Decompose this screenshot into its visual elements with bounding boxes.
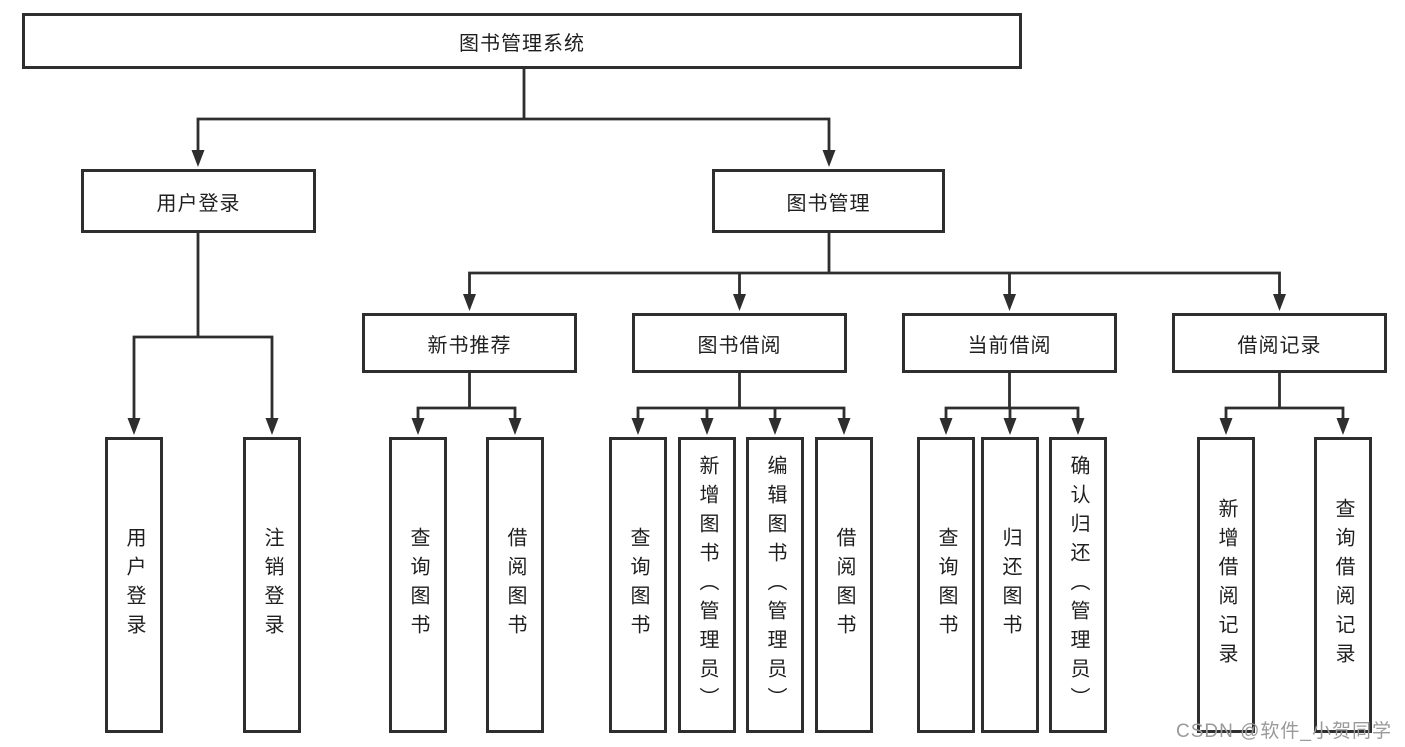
connector-borrow-records-to-leaves	[1224, 373, 1345, 418]
arrowhead	[733, 294, 746, 311]
connector-book-management-to-level3	[468, 233, 1281, 294]
connector-root-to-level2	[196, 69, 831, 150]
node-root-label: 图书管理系统	[459, 32, 585, 55]
leaf-current-query-books: 查询图书	[917, 437, 975, 733]
arrowhead	[191, 150, 205, 167]
leaf-borrow-borrow-books-label: 借阅图书	[833, 527, 855, 643]
node-user-login-group-label: 用户登录	[156, 192, 241, 215]
arrowhead	[837, 418, 851, 435]
leaf-user-login-label: 用户登录	[123, 527, 145, 643]
arrowhead	[265, 418, 279, 435]
leaf-recommend-borrow-books-label: 借阅图书	[504, 527, 526, 643]
leaf-borrow-edit-books-admin-label: 编辑图书（管理员）	[764, 454, 786, 716]
leaf-records-query-record: 查询借阅记录	[1314, 437, 1372, 733]
arrowhead	[1273, 294, 1286, 311]
leaf-borrow-add-books-admin-label: 新增图书（管理员）	[696, 454, 718, 716]
leaf-recommend-query-books-label: 查询图书	[407, 527, 429, 643]
leaf-borrow-query-books: 查询图书	[609, 437, 667, 733]
node-current-borrow-label: 当前借阅	[967, 334, 1052, 357]
leaf-borrow-query-books-label: 查询图书	[627, 527, 649, 643]
arrowhead	[463, 294, 476, 311]
arrowhead	[1003, 418, 1017, 435]
node-book-management: 图书管理	[712, 169, 945, 233]
node-user-login-group: 用户登录	[81, 169, 316, 233]
arrowheads	[127, 150, 1350, 435]
arrowhead	[822, 150, 836, 167]
arrowhead	[1003, 294, 1016, 311]
leaf-logout-login: 注销登录	[243, 437, 301, 733]
leaf-borrow-borrow-books: 借阅图书	[815, 437, 873, 733]
leaf-current-confirm-return-admin-label: 确认归还（管理员）	[1067, 454, 1089, 716]
node-borrow-records-label: 借阅记录	[1237, 334, 1322, 357]
leaf-recommend-query-books: 查询图书	[389, 437, 447, 733]
leaf-current-query-books-label: 查询图书	[935, 527, 957, 643]
arrowhead	[411, 418, 425, 435]
leaf-user-login: 用户登录	[105, 437, 163, 733]
leaf-current-return-books-label: 归还图书	[999, 527, 1021, 643]
leaf-records-query-record-label: 查询借阅记录	[1332, 498, 1354, 672]
arrowhead	[1071, 418, 1085, 435]
leaf-recommend-borrow-books: 借阅图书	[486, 437, 544, 733]
connector-user-login-to-leaves	[132, 233, 274, 418]
arrowhead	[939, 418, 953, 435]
leaf-logout-login-label: 注销登录	[261, 527, 283, 643]
connector-new-book-recommend-to-leaves	[416, 373, 517, 418]
node-book-management-label: 图书管理	[786, 192, 871, 215]
arrowhead	[768, 418, 782, 435]
leaf-current-return-books: 归还图书	[981, 437, 1039, 733]
arrowhead	[631, 418, 645, 435]
watermark-csdn: CSDN @软件_小贺同学	[1176, 721, 1392, 742]
arrowhead	[508, 418, 522, 435]
leaf-records-add-record: 新增借阅记录	[1197, 437, 1255, 733]
leaf-borrow-add-books-admin: 新增图书（管理员）	[678, 437, 736, 733]
arrowhead	[127, 418, 141, 435]
node-current-borrow: 当前借阅	[902, 313, 1117, 373]
connector-book-borrow-to-leaves	[636, 373, 846, 418]
node-root: 图书管理系统	[22, 13, 1022, 69]
connector-current-borrow-to-leaves	[944, 373, 1080, 418]
arrowhead	[1336, 418, 1350, 435]
leaf-current-confirm-return-admin: 确认归还（管理员）	[1049, 437, 1107, 733]
node-book-borrow: 图书借阅	[632, 313, 847, 373]
arrowhead	[1219, 418, 1233, 435]
leaf-borrow-edit-books-admin: 编辑图书（管理员）	[746, 437, 804, 733]
node-new-book-recommend-label: 新书推荐	[427, 334, 512, 357]
leaf-records-add-record-label: 新增借阅记录	[1215, 498, 1237, 672]
node-book-borrow-label: 图书借阅	[697, 334, 782, 357]
arrowhead	[700, 418, 714, 435]
node-borrow-records: 借阅记录	[1172, 313, 1387, 373]
node-new-book-recommend: 新书推荐	[362, 313, 577, 373]
